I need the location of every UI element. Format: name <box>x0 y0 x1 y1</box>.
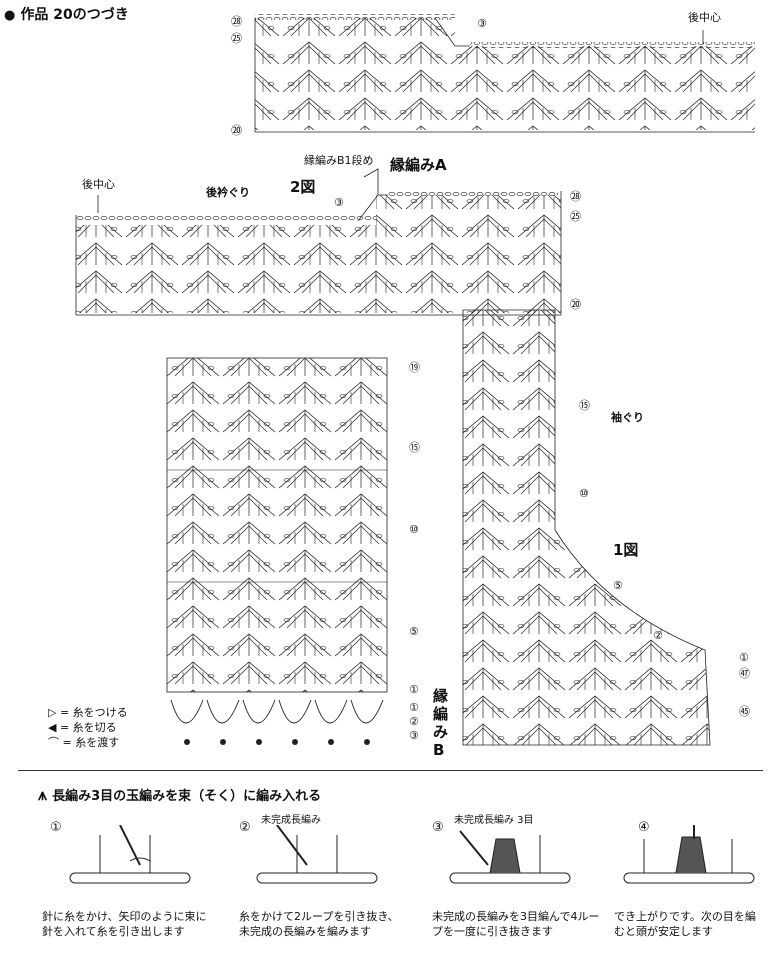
back-neckline-label: 後衿ぐり <box>206 186 250 199</box>
fig1-panel: 袖ぐり 1図 ⑮ ⑩ ⑤ ② ① ㊼ ㊺ <box>455 300 770 750</box>
row-mark-25: ㉕ <box>231 32 242 45</box>
left-row-mark-19: ⑲ <box>409 361 420 374</box>
fig1-row-mark-2: ② <box>653 629 663 642</box>
edging-row-mark-3: ③ <box>409 729 419 742</box>
edging-b-label-4: B <box>433 741 445 759</box>
fig2-row-mark-25: ㉕ <box>570 210 581 223</box>
step-4-illustration <box>623 825 755 884</box>
header: ● 作品 20のつづき <box>4 4 129 24</box>
technique-title-row: ⩚ 長編み3目の玉編みを束（そく）に編み入れる <box>38 785 321 805</box>
fig2-row-mark-20: ⑳ <box>570 298 581 311</box>
fig1-row-mark-1: ① <box>739 651 749 664</box>
edging-b-label-3: み <box>433 723 449 741</box>
carry-yarn-icon: ⌒ <box>48 736 59 749</box>
step-1-number: ① <box>50 820 62 835</box>
step-mark: ③ <box>477 17 487 30</box>
step-1-caption: 針に糸をかけ、矢印のように束に針を入れて糸を引き出します <box>42 910 207 938</box>
back-center-label: 後中心 <box>688 11 721 24</box>
step-3-illustration <box>449 830 571 884</box>
step-3-label: 未完成長編み 3目 <box>454 815 534 826</box>
left-row-mark-5: ⑤ <box>409 625 419 638</box>
fig2-chart <box>75 168 562 316</box>
edging-row-mark-1: ① <box>409 701 419 714</box>
legend: ▷ = 糸をつける ◀ = 糸を切る ⌒ = 糸を渡す <box>48 704 168 749</box>
fig1-row-mark-47: ㊼ <box>739 667 750 680</box>
step-2-caption: 糸をかけて2ループを引き抜き、未完成の長編みを編みます <box>239 910 399 938</box>
step-3-caption: 未完成の長編みを3目編んで4ループを一度に引き抜きます <box>432 910 600 938</box>
section-divider <box>18 770 763 771</box>
step-3: ③ 未完成長編み 3目 未完成の長編みを3目編んで4ループを一度に引き抜きます <box>430 815 610 955</box>
step-2-illustration <box>256 825 378 884</box>
step-2-number: ② <box>239 820 251 835</box>
legend-attach: ▷ = 糸をつける <box>48 706 128 719</box>
left-piece-chart <box>166 357 388 745</box>
step-4-number: ④ <box>638 820 650 835</box>
legend-carry: ⌒ = 糸を渡す <box>48 736 120 749</box>
step-4-caption: でき上がりです。次の目を編むと頭が安定します <box>614 910 756 938</box>
bullet-icon: ● <box>4 8 16 23</box>
left-row-mark-15: ⑮ <box>409 441 420 454</box>
legend-cut: ◀ = 糸を切る <box>48 721 117 734</box>
edging-b-label-2: 編 <box>433 705 449 723</box>
row-mark-20: ⑳ <box>231 124 242 137</box>
left-row-mark-1: ① <box>409 683 419 696</box>
fig1-row-mark-15: ⑮ <box>579 399 590 412</box>
step-1: ① 針に糸をかけ、矢印のように束に針を入れて糸を引き出します <box>40 815 220 955</box>
fig2-back-center-label: 後中心 <box>82 178 115 191</box>
fig2-row-mark-28: ㉘ <box>570 190 581 203</box>
armhole-label: 袖ぐり <box>611 411 644 424</box>
attach-yarn-icon: ▷ <box>48 706 57 719</box>
fig2-panel: 縁編みB1段め 縁編みA 後中心 後衿ぐり 2図 ③ ㉘ ㉕ ⑳ <box>68 154 588 325</box>
fig2-step-mark: ③ <box>334 196 344 209</box>
step-3-number: ③ <box>432 820 444 835</box>
step-2-label: 未完成長編み <box>261 815 321 826</box>
left-piece-panel: ⑲ ⑮ ⑩ ⑤ ① ① ② ③ 縁 編 み B <box>165 350 465 770</box>
fig2-label: 2図 <box>290 178 316 196</box>
fig1-row-mark-45: ㊺ <box>739 705 750 718</box>
fig1-chart <box>462 309 711 746</box>
top-panel: ㉘ ㉕ ⑳ ③ 後中心 <box>225 10 770 140</box>
left-row-mark-10: ⑩ <box>409 523 419 536</box>
bobble-stitch-icon: ⩚ <box>38 785 48 804</box>
edging-a-label: 縁編みA <box>390 156 447 174</box>
cut-yarn-icon: ◀ <box>48 721 57 734</box>
step-4: ④ でき上がりです。次の目を編むと頭が安定します <box>614 815 774 955</box>
technique-title: 長編み3目の玉編みを束（そく）に編み入れる <box>52 789 322 804</box>
edging-b-label-1: 縁 <box>433 687 449 705</box>
fig1-row-mark-5: ⑤ <box>613 579 623 592</box>
step-2: ② 未完成長編み 糸をかけて2ループを引き抜き、未完成の長編みを編みます <box>237 815 417 955</box>
edging-row-mark-2: ② <box>409 715 419 728</box>
row-mark-28: ㉘ <box>231 15 242 28</box>
edging-b1-label: 縁編みB1段め <box>304 154 374 167</box>
fig1-label: 1図 <box>613 541 639 559</box>
fig1-row-mark-10: ⑩ <box>579 487 589 500</box>
top-panel-chart <box>254 14 755 133</box>
page-title: 作品 20のつづき <box>20 7 129 23</box>
step-1-illustration <box>69 825 191 884</box>
